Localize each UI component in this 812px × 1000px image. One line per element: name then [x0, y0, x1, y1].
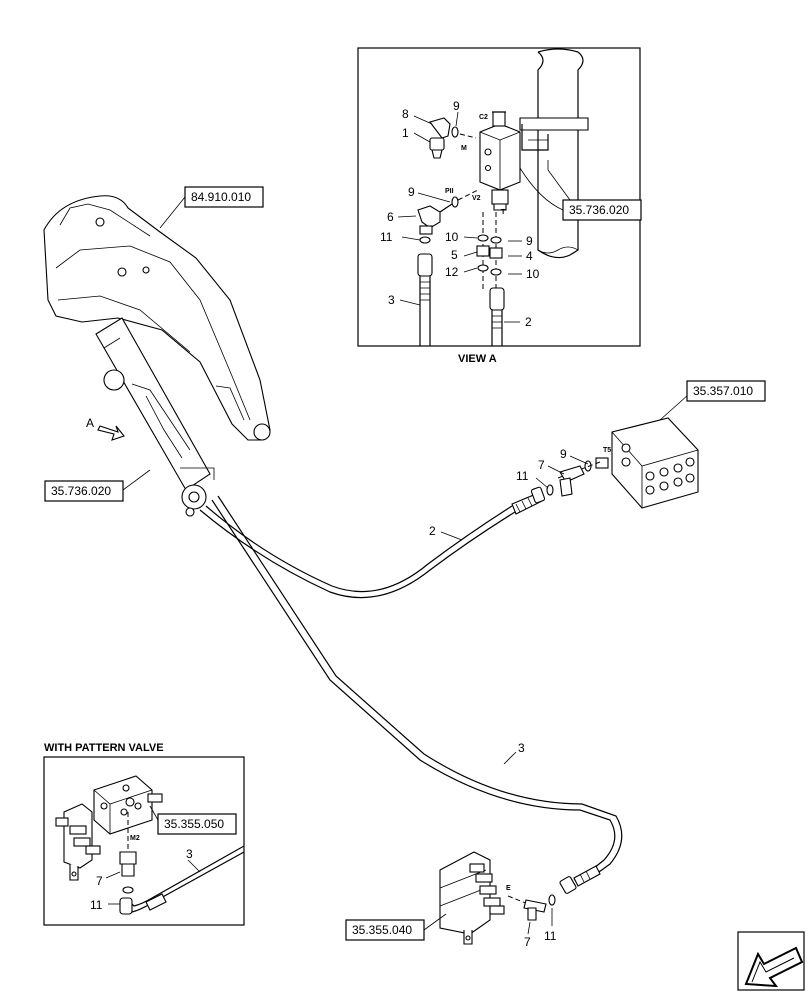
navigation-arrow-icon[interactable]	[737, 931, 805, 991]
ref-box-pattern-valve	[157, 813, 237, 835]
view-a-valve-block	[479, 111, 521, 211]
ref-box-view-a-valve	[562, 199, 642, 221]
callout-11-main: 11	[516, 469, 529, 483]
callout-3-inset: 3	[388, 293, 395, 307]
callout-6: 6	[387, 210, 394, 224]
callout-9-top: 9	[453, 99, 460, 113]
callout-4: 4	[526, 249, 533, 263]
callout-11-pattern: 11	[90, 898, 103, 912]
port-label-e: E	[506, 885, 511, 892]
port-label-pii: PII	[445, 188, 454, 195]
o-ring-11	[419, 236, 431, 244]
port-label-v2: V2	[472, 195, 481, 202]
o-ring-9b	[451, 196, 459, 208]
callout-5: 5	[451, 248, 458, 262]
view-a-inset: C2 M PII V2 T	[357, 47, 641, 347]
callout-11: 11	[380, 230, 393, 244]
elbow-fitting-6	[417, 203, 453, 235]
view-a-arrow-icon	[97, 425, 125, 441]
o-ring-9c	[490, 236, 502, 244]
o-ring-12	[477, 264, 489, 272]
callout-3-pattern: 3	[186, 847, 193, 861]
callout-12: 12	[445, 265, 459, 279]
view-a-cylinder	[519, 48, 589, 259]
ref-box-cylinder	[44, 480, 124, 502]
adapter-4	[489, 247, 503, 259]
adapter-5	[476, 245, 490, 257]
callout-11-bottom: 11	[544, 929, 557, 943]
ref-box-control-valve	[686, 380, 766, 402]
port-label-m2: M2	[130, 835, 140, 842]
o-ring-10a	[477, 234, 489, 242]
control-valve-block	[611, 417, 699, 509]
ref-84-910-010: 84.910.010	[191, 190, 251, 204]
ref-35-736-020-view-a: 35.736.020	[569, 203, 629, 217]
callout-1: 1	[402, 126, 409, 140]
o-ring-9a	[451, 126, 459, 138]
callout-7-bottom: 7	[524, 935, 531, 949]
o-ring-11-pattern	[122, 886, 134, 894]
o-ring-11-main	[546, 484, 554, 496]
hose-2	[199, 486, 546, 599]
o-ring-10b	[490, 268, 502, 276]
hose-2-inset	[489, 287, 505, 346]
elbow-fitting-8	[429, 117, 451, 159]
ref-35-357-010: 35.357.010	[693, 384, 753, 398]
ref-35-355-040: 35.355.040	[352, 923, 412, 937]
hose-3-inset	[417, 253, 433, 346]
port-label-t: T	[501, 209, 506, 216]
callout-10-left: 10	[445, 230, 459, 244]
o-ring-11-bottom	[548, 894, 556, 906]
valve-bank	[439, 851, 505, 945]
callout-7-main: 7	[538, 458, 545, 472]
ref-box-valve-bank	[345, 919, 425, 941]
callout-7-pattern: 7	[96, 874, 103, 888]
callout-2-hose: 2	[429, 524, 436, 538]
callout-2-inset: 2	[525, 315, 532, 329]
callout-10-right: 10	[526, 267, 540, 281]
boom-assembly	[43, 195, 271, 517]
pattern-valve-frame	[43, 756, 245, 926]
ref-35-355-050: 35.355.050	[164, 817, 224, 831]
callout-9-pii: 9	[408, 185, 415, 199]
tee-fitting-7-bottom	[523, 899, 547, 921]
ref-box-boom	[184, 186, 264, 208]
port-label-t5: T5	[603, 447, 611, 454]
callout-9-right: 9	[526, 234, 533, 248]
port-label-m: M	[461, 145, 467, 152]
tee-fitting-7-pattern	[119, 851, 137, 877]
view-a-arrow-label: A	[86, 416, 94, 430]
pattern-valve-inset	[43, 756, 245, 926]
view-a-frame	[357, 47, 641, 347]
view-a-caption: VIEW A	[458, 353, 497, 365]
callout-8: 8	[402, 107, 409, 121]
hose-3	[211, 495, 623, 894]
tee-fitting-7	[559, 465, 585, 497]
callout-9-main: 9	[560, 447, 567, 461]
pattern-valve-caption: WITH PATTERN VALVE	[44, 742, 164, 754]
port-label-c2: C2	[479, 114, 488, 121]
callout-3-hose: 3	[518, 741, 525, 755]
ref-35-736-020-main: 35.736.020	[51, 484, 111, 498]
